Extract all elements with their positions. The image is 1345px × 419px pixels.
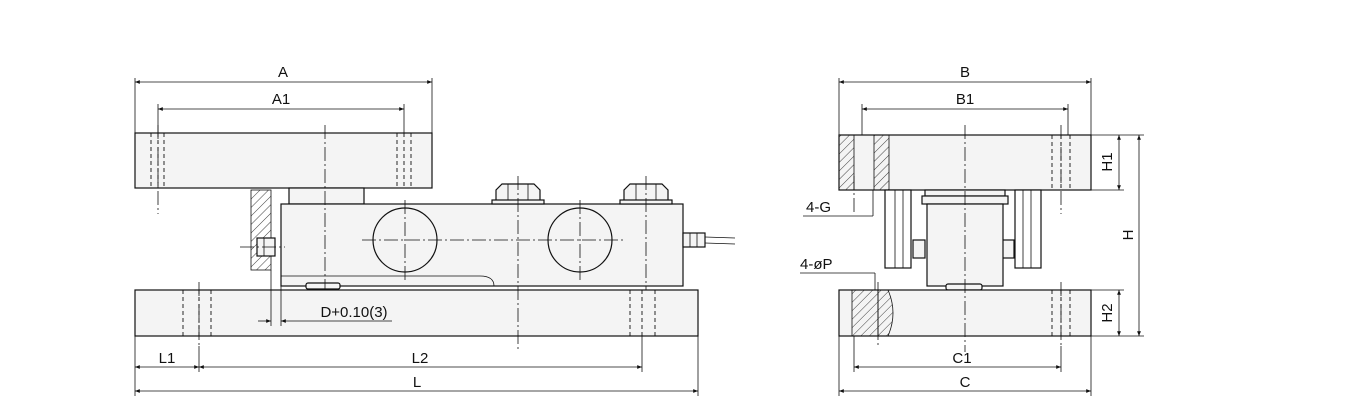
top-plate [134,132,433,189]
dim-label-h1: H1 [1099,152,1116,171]
end-view: B B1 4-G 4-øP C1 C H1 H2 H [800,64,1144,396]
cable [704,236,736,245]
load-cell-slot [305,282,341,290]
dim-label-l: L [413,374,421,391]
dim-label-c1: C1 [952,350,971,367]
dim-label-l2: L2 [412,350,429,367]
base-plate [134,289,699,337]
dim-label-c: C [960,374,971,391]
side-bracket [250,189,272,271]
end-bolt-left [912,239,926,259]
cable-gland [682,232,706,248]
dim-label-b: B [960,64,970,81]
end-bolt-right [1001,239,1015,259]
top-spacer [288,187,365,205]
dim-label-b1: B1 [956,91,974,108]
dim-label-l1: L1 [159,350,176,367]
side-view: A A1 D+0.10(3) L1 L2 L [134,64,736,396]
label-g: 4-G [806,199,831,216]
dim-label-h2: H2 [1099,303,1116,322]
load-cell-body [280,203,684,287]
label-p: 4-øP [800,256,833,273]
dim-label-d: D+0.10(3) [320,304,387,321]
dim-label-a1: A1 [272,91,290,108]
dim-label-a: A [278,64,288,81]
end-bracket-left [884,189,912,269]
end-bracket-right [1014,189,1042,269]
end-slot [945,283,983,291]
dim-label-h: H [1120,230,1137,241]
